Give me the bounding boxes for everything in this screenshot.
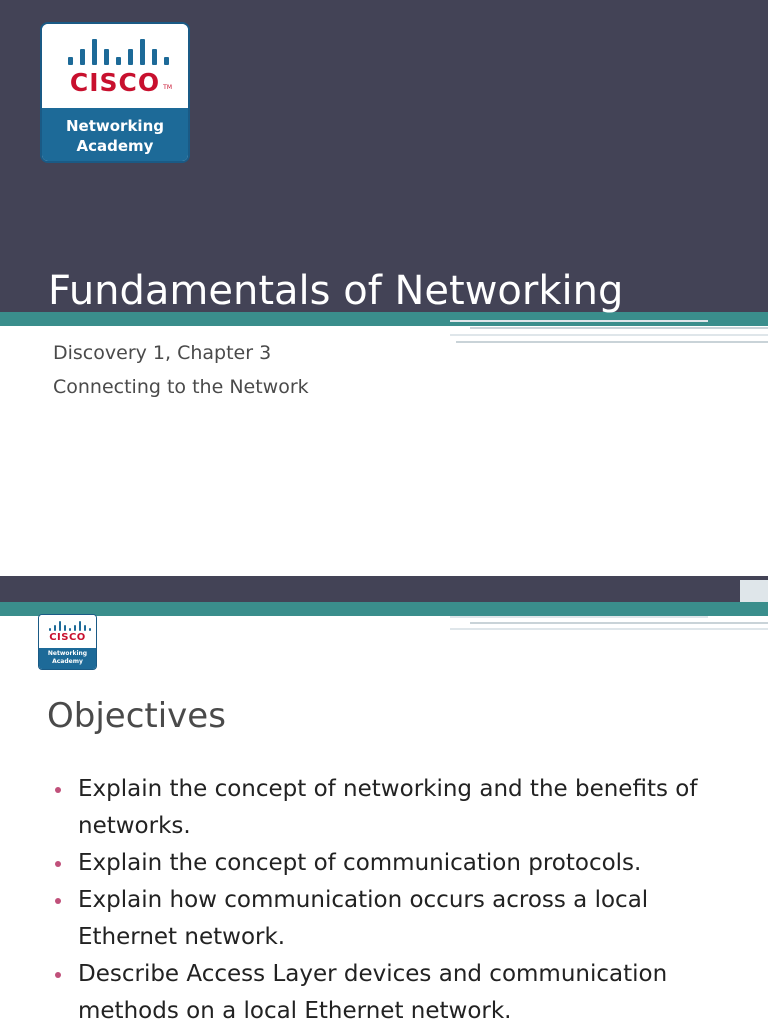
title-slide: CISCO TM Networking Academy Fundamentals… — [0, 0, 768, 404]
slide-title: Fundamentals of Networking — [48, 268, 624, 314]
list-item: Explain the concept of networking and th… — [52, 771, 752, 845]
objectives-header-band — [0, 576, 768, 602]
logo-program-line2: Academy — [76, 137, 154, 155]
cisco-bridge-bars-icon — [68, 39, 169, 65]
decorative-stripes — [450, 314, 768, 350]
cisco-networking-academy-logo: CISCO Networking Academy — [38, 614, 97, 670]
objectives-accent-band — [0, 602, 768, 616]
cisco-wordmark: CISCO — [49, 632, 86, 643]
objective-text: Explain the concept of communication pro… — [78, 850, 642, 876]
cisco-wordmark: CISCO — [69, 68, 161, 97]
logo-program-line2: Academy — [52, 658, 83, 665]
objective-text: Describe Access Layer devices and commun… — [78, 961, 668, 1024]
logo-program-name: Networking Academy — [39, 650, 96, 666]
objective-text: Explain the concept of networking and th… — [78, 776, 698, 839]
objectives-slide: CISCO Networking Academy Objectives Expl… — [0, 576, 768, 1024]
objective-text: Explain how communication occurs across … — [78, 887, 649, 950]
cisco-networking-academy-logo: CISCO TM Networking Academy — [40, 22, 190, 163]
bullet-dot-icon — [55, 787, 61, 793]
logo-program-line1: Networking — [66, 117, 164, 135]
bullet-dot-icon — [55, 972, 61, 978]
list-item: Describe Access Layer devices and commun… — [52, 956, 752, 1024]
list-item: Explain the concept of communication pro… — [52, 845, 752, 882]
subtitle-line-2: Connecting to the Network — [53, 376, 309, 398]
bullet-dot-icon — [55, 861, 61, 867]
trademark-mark: TM — [163, 84, 172, 91]
objectives-list: Explain the concept of networking and th… — [52, 771, 752, 1024]
logo-program-name: Networking Academy — [42, 116, 188, 156]
bullet-dot-icon — [55, 898, 61, 904]
subtitle-line-1: Discovery 1, Chapter 3 — [53, 342, 272, 364]
list-item: Explain how communication occurs across … — [52, 882, 752, 956]
logo-program-line1: Networking — [47, 650, 88, 657]
cisco-bridge-bars-icon — [49, 621, 91, 631]
title-accent-band — [0, 312, 768, 326]
objectives-heading: Objectives — [47, 696, 226, 736]
decorative-stripes — [450, 576, 768, 630]
slide-subtitle: Discovery 1, Chapter 3 Connecting to the… — [53, 336, 309, 404]
